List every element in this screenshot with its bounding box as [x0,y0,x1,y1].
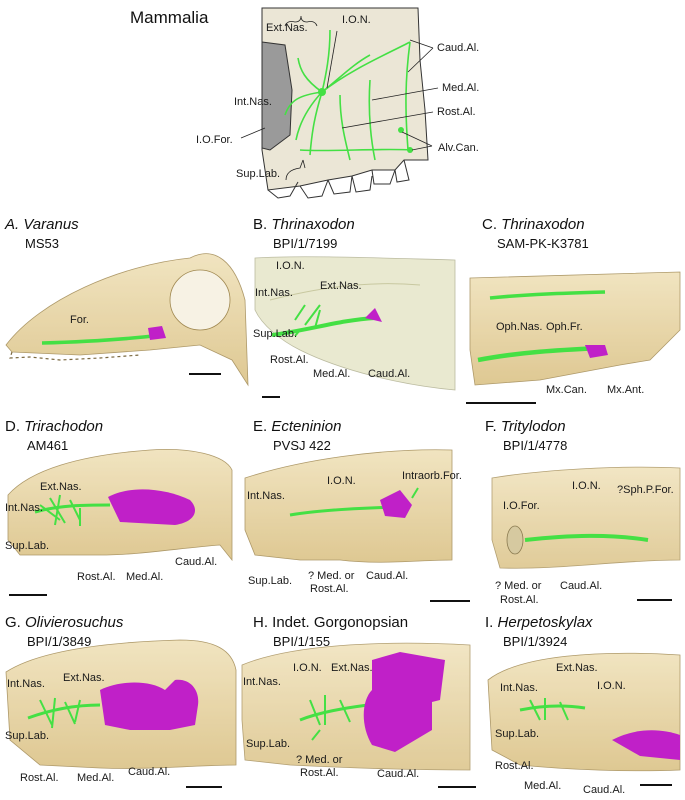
panel-g-title: G. Olivierosuchus [5,614,124,631]
d-label-caud-al: Caud.Al. [175,556,218,568]
h-label-ext-nas: Ext.Nas. [331,662,373,674]
panel-f-skull [491,466,681,569]
scale-bar-i [640,784,672,786]
e-label-caud-al: Caud.Al. [366,570,409,582]
c-label-oph-nas: Oph.Nas. [496,321,543,333]
f-label-med-or: ? Med. or [495,580,542,592]
scale-bar-c [466,402,536,404]
f-label-caud-al: Caud.Al. [560,580,603,592]
d-label-med-al: Med.Al. [126,571,164,583]
mammal-skull-schematic [240,7,439,199]
panel-i-skull [487,652,681,772]
a-label-for: For. [70,314,89,326]
panel-c-specimen: SAM-PK-K3781 [497,236,589,251]
h-label-sup-lab: Sup.Lab. [246,738,291,750]
f-label-ion: I.O.N. [572,480,601,492]
panel-a-skull [5,253,249,387]
i-label-ext-nas: Ext.Nas. [556,662,598,674]
panel-d-specimen: AM461 [27,438,69,453]
i-label-med-al: Med.Al. [524,780,562,792]
panel-b-specimen: BPI/1/7199 [273,236,338,251]
d-label-rost-al: Rost.Al. [77,571,116,583]
panel-g-skull [5,639,237,769]
top-title: Mammalia [130,8,209,27]
d-label-ext-nas: Ext.Nas. [40,481,82,493]
panel-c-skull [469,271,681,386]
g-label-ext-nas: Ext.Nas. [63,672,105,684]
top-label-caud-al: Caud.Al. [437,42,480,54]
h-label-int-nas: Int.Nas. [243,676,281,688]
g-label-med-al: Med.Al. [77,772,115,784]
e-label-rost-al: Rost.Al. [310,583,349,595]
b-label-med-al: Med.Al. [313,368,351,380]
panel-e-skull [244,449,453,563]
panel-a-specimen: MS53 [25,236,59,251]
panel-h-skull [241,642,471,771]
h-label-med-or: ? Med. or [296,754,343,766]
d-label-int-nas: Int.Nas. [5,502,43,514]
panel-g-specimen: BPI/1/3849 [27,634,92,649]
c-label-oph-fr: Oph.Fr. [546,321,583,333]
d-label-sup-lab: Sup.Lab. [5,540,50,552]
scale-bar-h [438,786,476,788]
g-label-sup-lab: Sup.Lab. [5,730,50,742]
b-label-rost-al: Rost.Al. [270,354,309,366]
g-label-caud-al: Caud.Al. [128,766,171,778]
top-label-med-al: Med.Al. [442,82,480,94]
panel-b-title: B. Thrinaxodon [253,216,355,233]
i-label-ion: I.O.N. [597,680,626,692]
scale-bar-d [9,594,47,596]
b-label-int-nas: Int.Nas. [255,287,293,299]
panel-d-title: D. Trirachodon [5,418,104,435]
b-label-sup-lab: Sup.Lab. [253,328,298,340]
panel-f-specimen: BPI/1/4778 [503,438,568,453]
top-label-sup-lab: Sup.Lab. [236,168,281,180]
panel-h-specimen: BPI/1/155 [273,634,331,649]
b-label-ion: I.O.N. [276,260,305,272]
f-label-sph-p-for: ?Sph.P.For. [617,484,674,496]
panel-i-title: I. Herpetoskylax [485,614,593,631]
h-label-caud-al: Caud.Al. [377,768,420,780]
panel-c-title: C. Thrinaxodon [482,216,585,233]
c-label-mx-ant: Mx.Ant. [607,384,645,396]
h-label-ion: I.O.N. [293,662,322,674]
e-label-intraorb-for: Intraorb.For. [402,470,462,482]
i-label-caud-al: Caud.Al. [583,784,626,796]
top-label-ion: I.O.N. [342,14,371,26]
scale-bar-e [430,600,470,602]
top-label-io-for: I.O.For. [196,134,233,146]
panel-h-title: H. Indet. Gorgonopsian [253,614,409,631]
g-label-int-nas: Int.Nas. [7,678,45,690]
e-label-med-or: ? Med. or [308,570,355,582]
scale-bar-a [189,373,221,375]
top-label-int-nas: Int.Nas. [234,96,272,108]
panel-d-skull [7,449,233,562]
top-label-ext-nas: Ext.Nas. [266,22,308,34]
panel-b-skull [254,256,456,391]
scale-bar-f [637,599,672,601]
top-label-alv-can: Alv.Can. [438,142,479,154]
panel-i-specimen: BPI/1/3924 [503,634,568,649]
e-label-ion: I.O.N. [327,475,356,487]
scale-bar-b [262,396,280,398]
f-label-io-for: I.O.For. [503,500,540,512]
panel-f-title: F. Tritylodon [485,418,566,435]
f-label-rost-al: Rost.Al. [500,594,539,606]
i-label-int-nas: Int.Nas. [500,682,538,694]
g-label-rost-al: Rost.Al. [20,772,59,784]
e-label-int-nas: Int.Nas. [247,490,285,502]
i-label-sup-lab: Sup.Lab. [495,728,540,740]
panel-e-specimen: PVSJ 422 [273,438,331,453]
b-label-caud-al: Caud.Al. [368,368,411,380]
h-label-rost-al: Rost.Al. [300,767,339,779]
b-label-ext-nas: Ext.Nas. [320,280,362,292]
top-label-rost-al: Rost.Al. [437,106,476,118]
i-label-rost-al: Rost.Al. [495,760,534,772]
c-label-mx-can: Mx.Can. [546,384,587,396]
e-label-sup-lab: Sup.Lab. [248,575,293,587]
panel-e-title: E. Ecteninion [253,418,342,435]
scale-bar-g [186,786,222,788]
panel-a-title: A. Varanus [5,216,79,233]
